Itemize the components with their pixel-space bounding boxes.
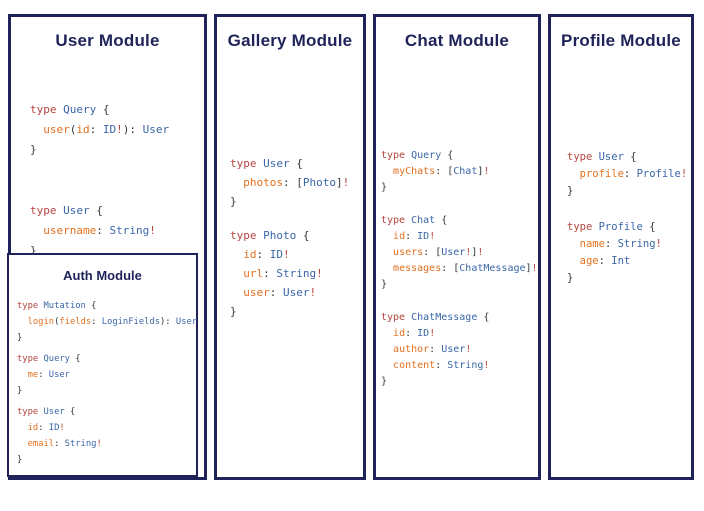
code-line: type User { xyxy=(230,157,303,170)
code-line: type Photo { xyxy=(230,229,310,242)
code-block: type User { id: ID! email: String!} xyxy=(17,404,196,468)
code-line: type Mutation { xyxy=(17,301,97,311)
code-line: type Query { xyxy=(17,354,81,364)
code-section-profile: type User { profile: Profile!}type Profi… xyxy=(551,149,691,287)
code-line: } xyxy=(30,143,37,156)
code-line: type Profile { xyxy=(567,221,656,233)
code-line: url: String! xyxy=(243,267,323,280)
code-line: me: User xyxy=(27,370,70,380)
code-line: } xyxy=(567,185,574,197)
code-block: type ChatMessage { id: ID! author: User!… xyxy=(381,310,538,390)
code-line: id: ID! xyxy=(393,328,436,339)
code-line: type User { xyxy=(17,407,76,417)
code-line: content: String! xyxy=(393,360,490,371)
code-line: } xyxy=(381,182,388,193)
code-line: type Query { xyxy=(30,103,110,116)
code-block: type User { username: String!} xyxy=(30,201,204,261)
code-block: type Photo { id: ID! url: String! user: … xyxy=(230,226,363,321)
code-line: name: String! xyxy=(579,238,662,250)
code-section-auth: type Mutation { login(fields: LoginField… xyxy=(9,298,198,468)
code-line: id: ID! xyxy=(27,423,65,433)
code-line: id: ID! xyxy=(393,231,436,242)
module-panel-auth: Auth Module type Mutation { login(fields… xyxy=(7,253,198,477)
module-panel-profile: Profile Module type User { profile: Prof… xyxy=(548,14,694,480)
code-line: } xyxy=(381,279,388,290)
module-title-chat: Chat Module xyxy=(404,31,510,50)
code-line: } xyxy=(17,386,23,396)
code-line: } xyxy=(30,244,37,257)
code-line: users: [User!]! xyxy=(393,247,484,258)
code-block: type Chat { id: ID! users: [User!]! mess… xyxy=(381,213,538,293)
code-line: user: User! xyxy=(243,286,317,299)
module-panel-chat: Chat Module type Query { myChats: [Chat]… xyxy=(373,14,541,480)
code-line: email: String! xyxy=(27,439,102,449)
code-line: photos: [Photo]! xyxy=(243,176,350,189)
code-line: id: ID! xyxy=(243,248,290,261)
code-line: type User { xyxy=(567,151,637,163)
code-line: type User { xyxy=(30,204,103,217)
code-line: age: Int xyxy=(579,255,631,267)
code-line: type ChatMessage { xyxy=(381,312,490,323)
code-block: type User { profile: Profile!} xyxy=(567,149,691,200)
code-line: messages: [ChatMessage]! xyxy=(393,263,538,274)
code-block: type Query { me: User} xyxy=(17,351,196,399)
module-panel-user: User Module type Query { user(id: ID!): … xyxy=(7,14,207,480)
code-line: myChats: [Chat]! xyxy=(393,166,490,177)
code-line: username: String! xyxy=(43,224,156,237)
module-title-gallery: Gallery Module xyxy=(227,31,353,50)
code-line: type Chat { xyxy=(381,215,448,226)
module-title-auth: Auth Module xyxy=(63,268,142,283)
code-section-chat: type Query { myChats: [Chat]!}type Chat … xyxy=(376,148,538,390)
code-line: user(id: ID!): User xyxy=(43,123,170,136)
code-line: } xyxy=(230,305,237,318)
code-line: } xyxy=(381,376,388,387)
code-line: type Query { xyxy=(381,150,454,161)
code-block: type Mutation { login(fields: LoginField… xyxy=(17,298,198,346)
module-title-user: User Module xyxy=(55,31,160,50)
module-title-profile: Profile Module xyxy=(561,31,681,50)
code-line: profile: Profile! xyxy=(579,168,688,180)
code-line: } xyxy=(17,455,23,465)
code-line: } xyxy=(567,272,574,284)
code-section-user: type Query { user(id: ID!): User}type Us… xyxy=(11,100,204,261)
code-block: type Query { user(id: ID!): User} xyxy=(30,100,204,160)
code-section-gallery: type User { photos: [Photo]!}type Photo … xyxy=(217,154,363,321)
code-line: author: User! xyxy=(393,344,472,355)
code-line: } xyxy=(230,195,237,208)
code-block: type Query { myChats: [Chat]!} xyxy=(381,148,538,196)
module-panel-gallery: Gallery Module type User { photos: [Phot… xyxy=(214,14,366,480)
code-line: login(fields: LoginFields): User xyxy=(27,317,198,327)
code-block: type Profile { name: String! age: Int} xyxy=(567,219,691,287)
code-line: } xyxy=(17,333,23,343)
code-block: type User { photos: [Photo]!} xyxy=(230,154,363,211)
